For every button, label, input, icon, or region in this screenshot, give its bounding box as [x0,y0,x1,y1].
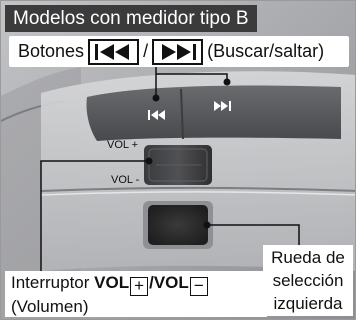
vol-slash: / [149,273,154,292]
page-title: Modelos con medidor tipo B [5,5,257,32]
vol-key-label: VOL [94,273,130,292]
skip-next-icon [152,38,204,65]
buttons-callout: Botones / (Buscar/saltar) [9,36,349,67]
rueda-line-2: selección [272,271,344,290]
rueda-line-1: Rueda de [271,248,345,267]
buttons-label: Botones [18,41,85,61]
skip-previous-icon [88,38,140,65]
rueda-line-3: izquierda [273,294,343,313]
vol-switch-callout: Interruptor VOL+/VOL− (Volumen) [5,271,267,317]
vol-minus-label: VOL - [111,174,140,186]
vol-key-label-2: VOL [153,273,189,292]
vol-plus-label: VOL + [107,139,139,151]
minus-box-icon: − [189,277,208,296]
plus-box-icon: + [130,277,149,296]
buttons-separator: / [143,41,149,61]
left-selector-wheel-callout: Rueda de selección izquierda [263,245,353,316]
vol-callout-line-2: (Volumen) [11,297,89,316]
vol-callout-prefix: Interruptor [11,273,95,292]
buttons-note: (Buscar/saltar) [207,41,325,61]
vol-callout-line-1: Interruptor VOL+/VOL− [11,272,267,296]
